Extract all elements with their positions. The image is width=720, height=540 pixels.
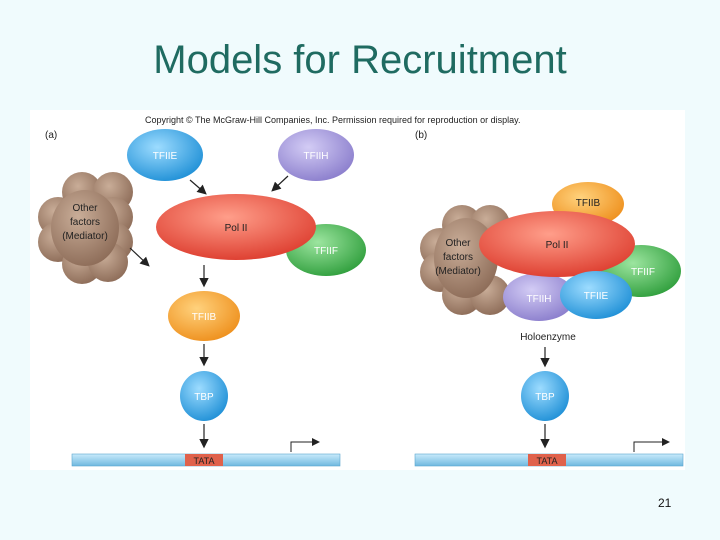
mediator-label-3: (Mediator) bbox=[435, 266, 481, 277]
tfiib-label: TFIIB bbox=[576, 198, 601, 209]
tata-label: TATA bbox=[194, 456, 215, 466]
mediator-label-3: (Mediator) bbox=[62, 231, 108, 242]
tfiie-label: TFIIE bbox=[153, 151, 178, 162]
tfiih-protein bbox=[278, 129, 354, 181]
tfiib-label: TFIIB bbox=[192, 312, 217, 323]
pol2-label: Pol II bbox=[546, 240, 569, 251]
tbp-protein bbox=[521, 371, 569, 421]
tata-box bbox=[528, 454, 566, 466]
tfiif-label: TFIIF bbox=[314, 246, 338, 257]
tfiih-label: TFIIH bbox=[527, 294, 552, 305]
mediator-cluster bbox=[38, 172, 133, 284]
holoenzyme-label: Holoenzyme bbox=[520, 332, 576, 343]
pol2-label: Pol II bbox=[225, 223, 248, 234]
tfiif-label: TFIIF bbox=[631, 267, 655, 278]
tbp-protein bbox=[180, 371, 228, 421]
tfiie-protein bbox=[560, 271, 632, 319]
panel-a-label: (a) bbox=[45, 130, 57, 141]
copyright-notice: Copyright © The McGraw-Hill Companies, I… bbox=[145, 115, 521, 125]
arrow-tfiih-to-pol2 bbox=[271, 175, 289, 192]
tbp-label: TBP bbox=[535, 392, 555, 403]
pol2-protein bbox=[156, 194, 316, 260]
tfiib-protein bbox=[168, 291, 240, 341]
tata-box bbox=[185, 454, 223, 466]
page-number: 21 bbox=[658, 496, 672, 510]
mediator-label-2: factors bbox=[443, 252, 473, 263]
transcription-start-arrow bbox=[290, 438, 320, 452]
tfiie-label: TFIIE bbox=[584, 291, 609, 302]
tbp-label: TBP bbox=[194, 392, 214, 403]
arrow-tfiie-to-pol2 bbox=[189, 179, 207, 195]
mediator-label-1: Other bbox=[445, 238, 471, 249]
mediator-label-2: factors bbox=[70, 217, 100, 228]
tfiih-label: TFIIH bbox=[304, 151, 329, 162]
pol2-protein bbox=[479, 211, 635, 277]
panel-b-label: (b) bbox=[415, 130, 427, 141]
arrow-mediator bbox=[129, 247, 150, 267]
transcription-start-arrow bbox=[633, 438, 670, 452]
tata-label: TATA bbox=[537, 456, 558, 466]
slide-title: Models for Recruitment bbox=[153, 38, 567, 82]
tfiie-protein bbox=[127, 129, 203, 181]
tfiih-protein bbox=[503, 273, 575, 321]
mediator-label-1: Other bbox=[72, 203, 98, 214]
